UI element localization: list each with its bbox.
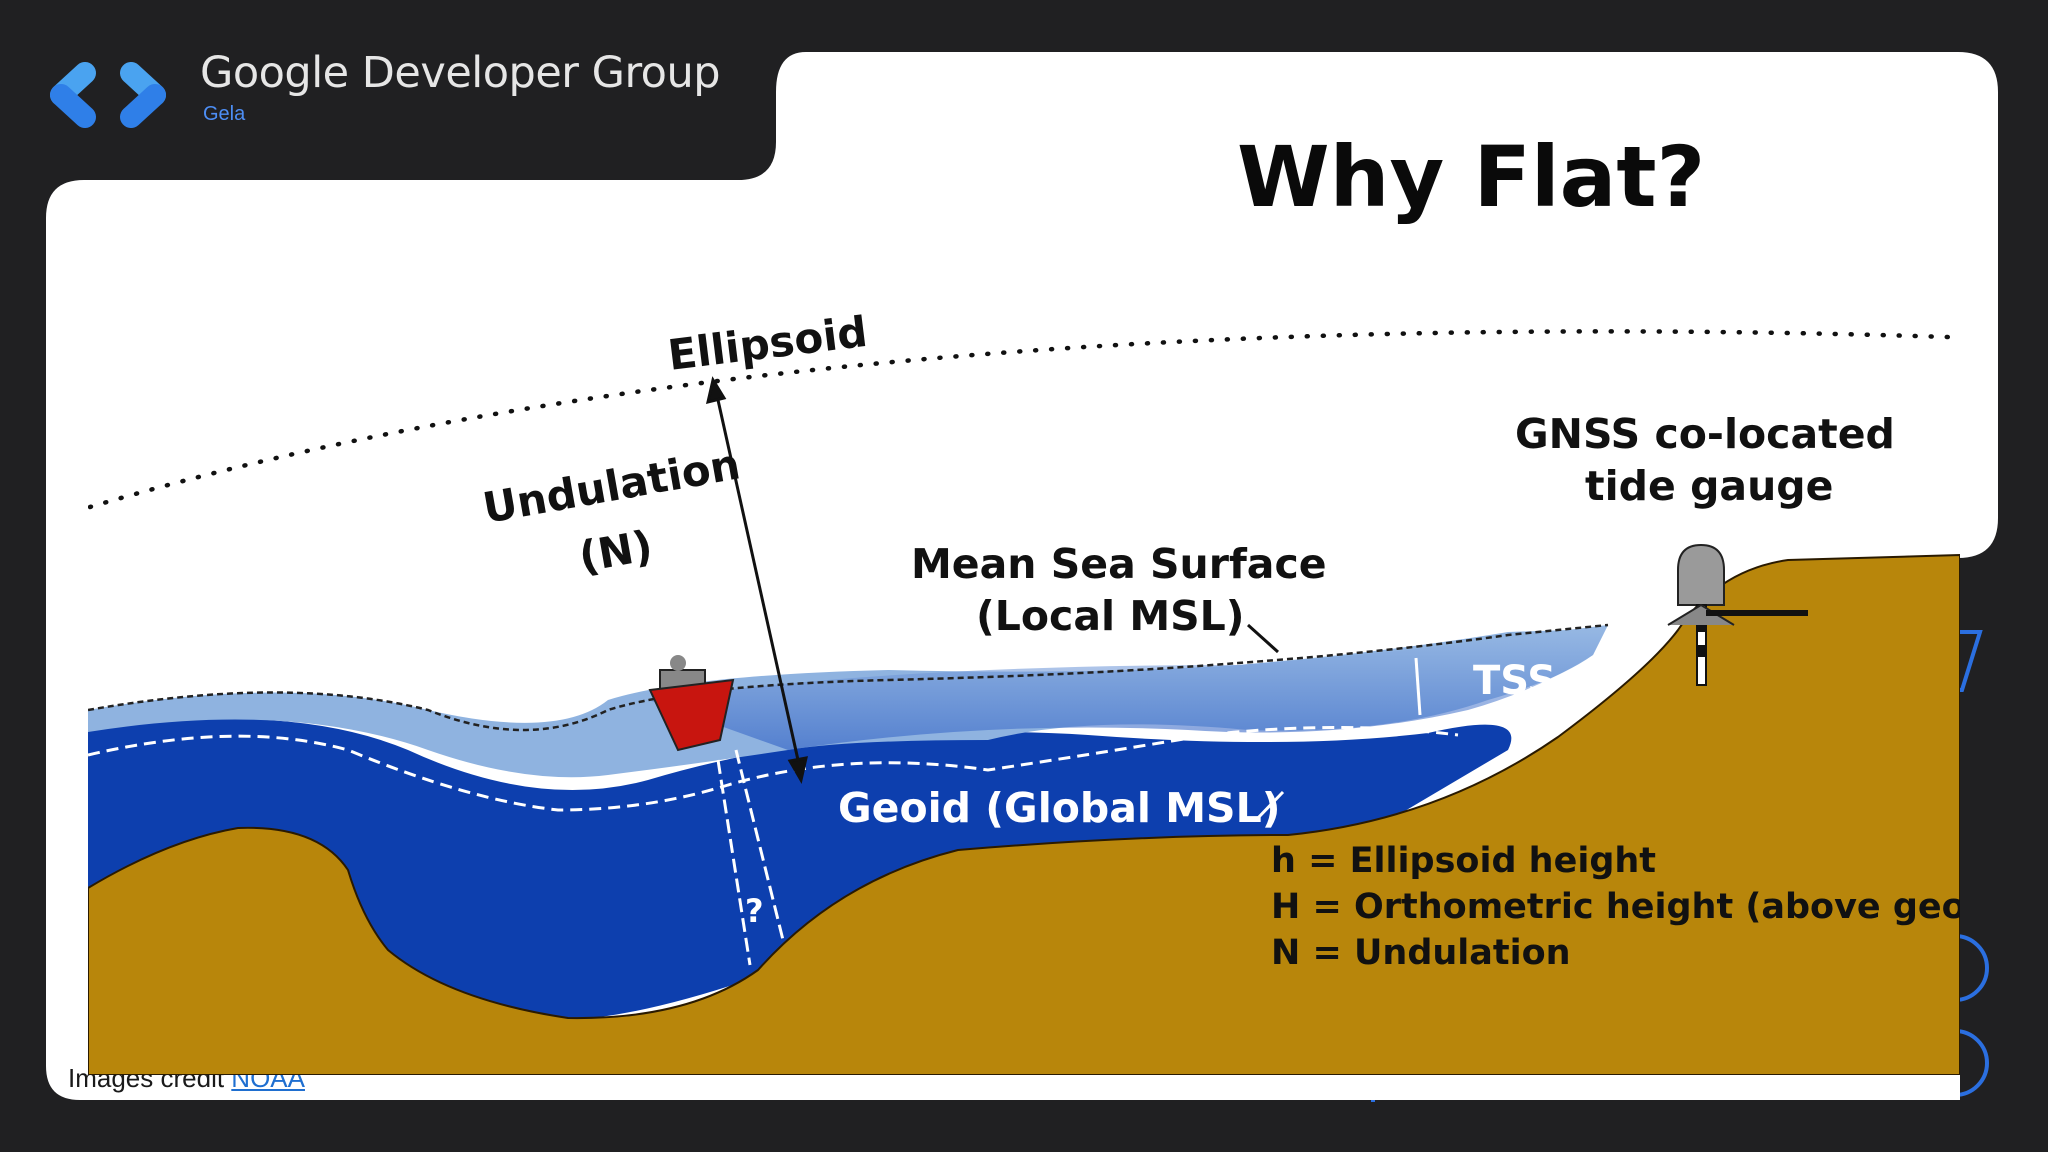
geoid-pointer — [1254, 790, 1285, 822]
label-geoid: Geoid (Global MSL) — [838, 784, 1280, 832]
deep-water — [88, 718, 1512, 1040]
brand-name: Google Developer Group — [200, 48, 721, 98]
slide-title: Why Flat? — [1237, 128, 1706, 226]
label-question: ? — [745, 892, 764, 930]
label-gnss: GNSS co-located — [1515, 410, 1895, 458]
mss-pointer — [1246, 623, 1280, 654]
legend-N: N = Undulation — [1271, 933, 1571, 973]
undulation-arrow — [705, 376, 808, 785]
boat-icon — [648, 655, 735, 752]
label-mean-sea-surface: Mean Sea Surface — [911, 540, 1327, 588]
legend-h: h = Ellipsoid height — [1271, 841, 1656, 881]
gdg-logo-icon — [50, 62, 166, 128]
mean-sea-surface-line — [88, 623, 1609, 732]
geoid-line — [88, 726, 1459, 812]
geoid-diagram: Ellipsoid Undulation (N) Mean Sea Surfac… — [88, 307, 1960, 1075]
legend-H: H = Orthometric height (above geoid) — [1271, 887, 1960, 927]
brand-chapter: Gela — [203, 103, 246, 125]
question-arrows — [716, 749, 785, 966]
label-tide-gauge: tide gauge — [1585, 462, 1833, 510]
label-tss: TSS — [1473, 658, 1556, 704]
land — [88, 553, 1960, 1075]
tide-gauge-icon — [1667, 543, 1808, 686]
label-local-msl: (Local MSL) — [976, 592, 1245, 640]
tss-arrow — [1414, 657, 1422, 716]
